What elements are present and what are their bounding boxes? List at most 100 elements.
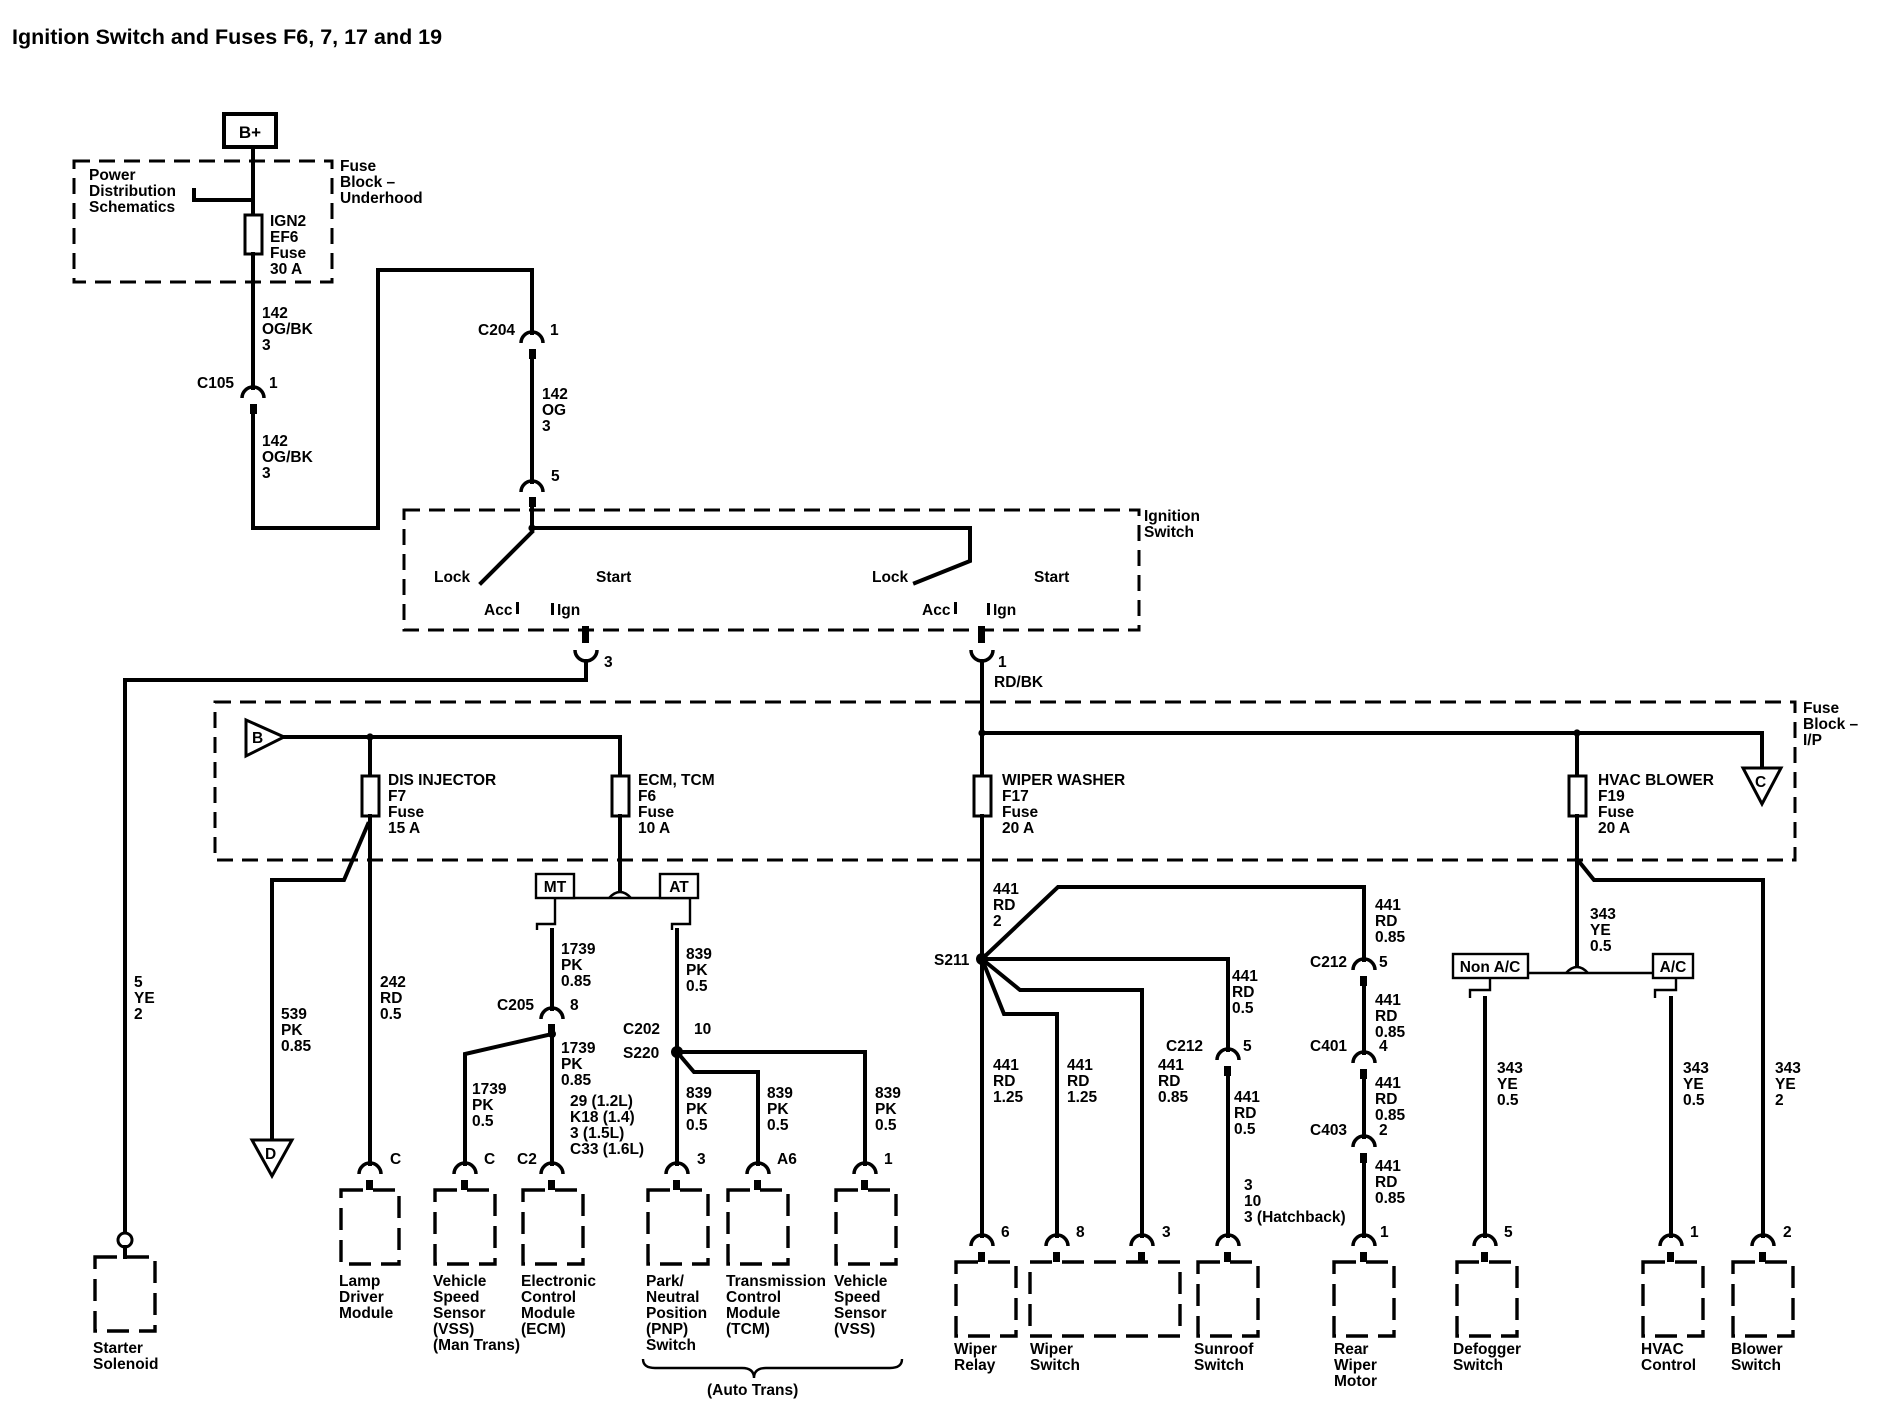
wire-539-pk: [270, 821, 371, 1142]
svg-text:Relay: Relay: [954, 1357, 996, 1374]
switch-bus: [530, 526, 972, 586]
svg-text:Blower: Blower: [1731, 1341, 1783, 1358]
switch-pin1-label: 1: [998, 654, 1007, 671]
wire-142-lower: [251, 268, 534, 530]
ldm-pin-label: C: [390, 1151, 401, 1168]
defogger-switch-label: Defogger Switch: [1453, 1341, 1521, 1374]
connector-wiper-switch-a: [1044, 1233, 1070, 1262]
svg-text:0.5: 0.5: [472, 1113, 494, 1130]
wire-label-441-085b: 441 RD 0.85: [1158, 1057, 1189, 1106]
svg-text:441: 441: [1232, 968, 1258, 985]
bus-b: [282, 735, 622, 778]
rear-wiper-motor-label: Rear Wiper Motor: [1334, 1341, 1377, 1390]
hvac-control-box: [1641, 1260, 1705, 1338]
svg-text:3: 3: [1244, 1177, 1253, 1194]
svg-text:343: 343: [1497, 1060, 1523, 1077]
svg-text:0.85: 0.85: [1375, 1107, 1406, 1124]
blower-pin-label: 2: [1783, 1224, 1792, 1241]
svg-text:Fuse: Fuse: [1803, 700, 1840, 717]
c212-sunroof-pin: [1224, 1066, 1231, 1076]
c105-pin: [250, 404, 257, 414]
switch1-acc-contact: [516, 602, 519, 614]
svg-text:839: 839: [686, 946, 712, 963]
wire-441-sunroof: [980, 957, 1230, 1052]
wire-label-441-2: 441 RD 2: [993, 881, 1019, 930]
svg-text:Vehicle: Vehicle: [433, 1273, 487, 1290]
mt-at-splice: [608, 890, 632, 899]
svg-text:RD: RD: [1234, 1105, 1256, 1122]
wiper-relay-label: Wiper Relay: [954, 1341, 997, 1374]
connector-wiper-relay: [969, 1233, 995, 1262]
svg-text:Defogger: Defogger: [1453, 1341, 1521, 1358]
wire-343-blower: [1574, 856, 1765, 1238]
svg-text:I/P: I/P: [1803, 732, 1822, 749]
svg-text:10: 10: [1244, 1193, 1261, 1210]
offpage-b-label: B: [252, 730, 263, 747]
ac-splice: [1565, 965, 1589, 974]
svg-text:Module: Module: [726, 1305, 781, 1322]
vss-man-trans-box: [433, 1188, 497, 1266]
underhood-fuse-block: [72, 159, 334, 284]
svg-text:PK: PK: [875, 1101, 897, 1118]
rear-wiper-pin-label: 1: [1380, 1224, 1389, 1241]
connector-ecm: [539, 1161, 565, 1190]
svg-text:Wiper: Wiper: [1334, 1357, 1377, 1374]
svg-text:2: 2: [1775, 1092, 1784, 1109]
svg-text:HVAC BLOWER: HVAC BLOWER: [1598, 772, 1714, 789]
svg-text:1.25: 1.25: [1067, 1089, 1098, 1106]
option-nonac-label: Non A/C: [1460, 959, 1521, 976]
switch-input-pin: [529, 497, 536, 507]
svg-text:Motor: Motor: [1334, 1373, 1377, 1390]
nonac-split: [1468, 973, 1492, 998]
switch2-lock: Lock: [872, 569, 909, 586]
c401-connector: [1351, 1050, 1377, 1064]
svg-text:142: 142: [262, 305, 288, 322]
mt-split: [535, 898, 557, 930]
svg-text:Control: Control: [1641, 1357, 1696, 1374]
svg-text:PK: PK: [561, 1056, 583, 1073]
svg-text:PK: PK: [686, 962, 708, 979]
option-nonac-box: [1451, 952, 1530, 980]
c212-rear-connector: [1351, 957, 1377, 971]
svg-text:PK: PK: [767, 1101, 789, 1118]
svg-text:RD: RD: [1067, 1073, 1089, 1090]
c403-label: C403: [1310, 1122, 1347, 1139]
switch1-ign-contact: [551, 603, 554, 615]
wiper-switch-b-pin-label: 3: [1162, 1224, 1171, 1241]
svg-text:K18 (1.4): K18 (1.4): [570, 1109, 635, 1126]
lamp-driver-module-label: Lamp Driver Module: [339, 1273, 394, 1322]
starter-solenoid-box: [93, 1255, 157, 1333]
svg-text:142: 142: [262, 433, 288, 450]
starter-terminal: [116, 1231, 134, 1249]
c403-pin-label: 2: [1379, 1122, 1388, 1139]
svg-text:Fuse: Fuse: [1002, 804, 1039, 821]
rear-wiper-motor-box: [1332, 1260, 1396, 1338]
wiper-relay-pin-label: 6: [1001, 1224, 1010, 1241]
c403-pin: [1360, 1153, 1367, 1163]
svg-text:0.85: 0.85: [561, 973, 592, 990]
svg-text:3: 3: [262, 337, 271, 354]
svg-text:(VSS): (VSS): [433, 1321, 474, 1338]
c202-label: C202: [623, 1021, 660, 1038]
connector-rear-wiper: [1351, 1233, 1377, 1262]
lamp-driver-module-box: [339, 1188, 401, 1266]
offpage-b-triangle: [244, 717, 288, 759]
svg-text:441: 441: [1375, 992, 1401, 1009]
pnp-switch-label: Park/ Neutral Position (PNP) Switch: [646, 1273, 707, 1354]
switch-pin3-stub: [582, 626, 589, 643]
svg-text:20 A: 20 A: [1598, 820, 1630, 837]
ip-fuse-block: [213, 700, 1797, 862]
svg-text:WIPER WASHER: WIPER WASHER: [1002, 772, 1125, 789]
tcm-label: Transmission Control Module (TCM): [726, 1273, 826, 1338]
svg-text:0.85: 0.85: [281, 1038, 312, 1055]
ecm-label: Electronic Control Module (ECM): [521, 1273, 596, 1338]
vss-auto-trans-label: Vehicle Speed Sensor (VSS): [834, 1273, 888, 1338]
connector-blower: [1750, 1233, 1776, 1262]
svg-text:Electronic: Electronic: [521, 1273, 596, 1290]
option-mt-label: MT: [544, 879, 567, 896]
c212-sunroof-connector: [1215, 1047, 1241, 1061]
wire-label-rdbk: RD/BK: [994, 674, 1044, 691]
svg-text:YE: YE: [1497, 1076, 1518, 1093]
wire-label-441-085c: 441 RD 0.85: [1375, 992, 1406, 1041]
wire-label-539-pk: 539 PK 0.85: [281, 1006, 312, 1055]
